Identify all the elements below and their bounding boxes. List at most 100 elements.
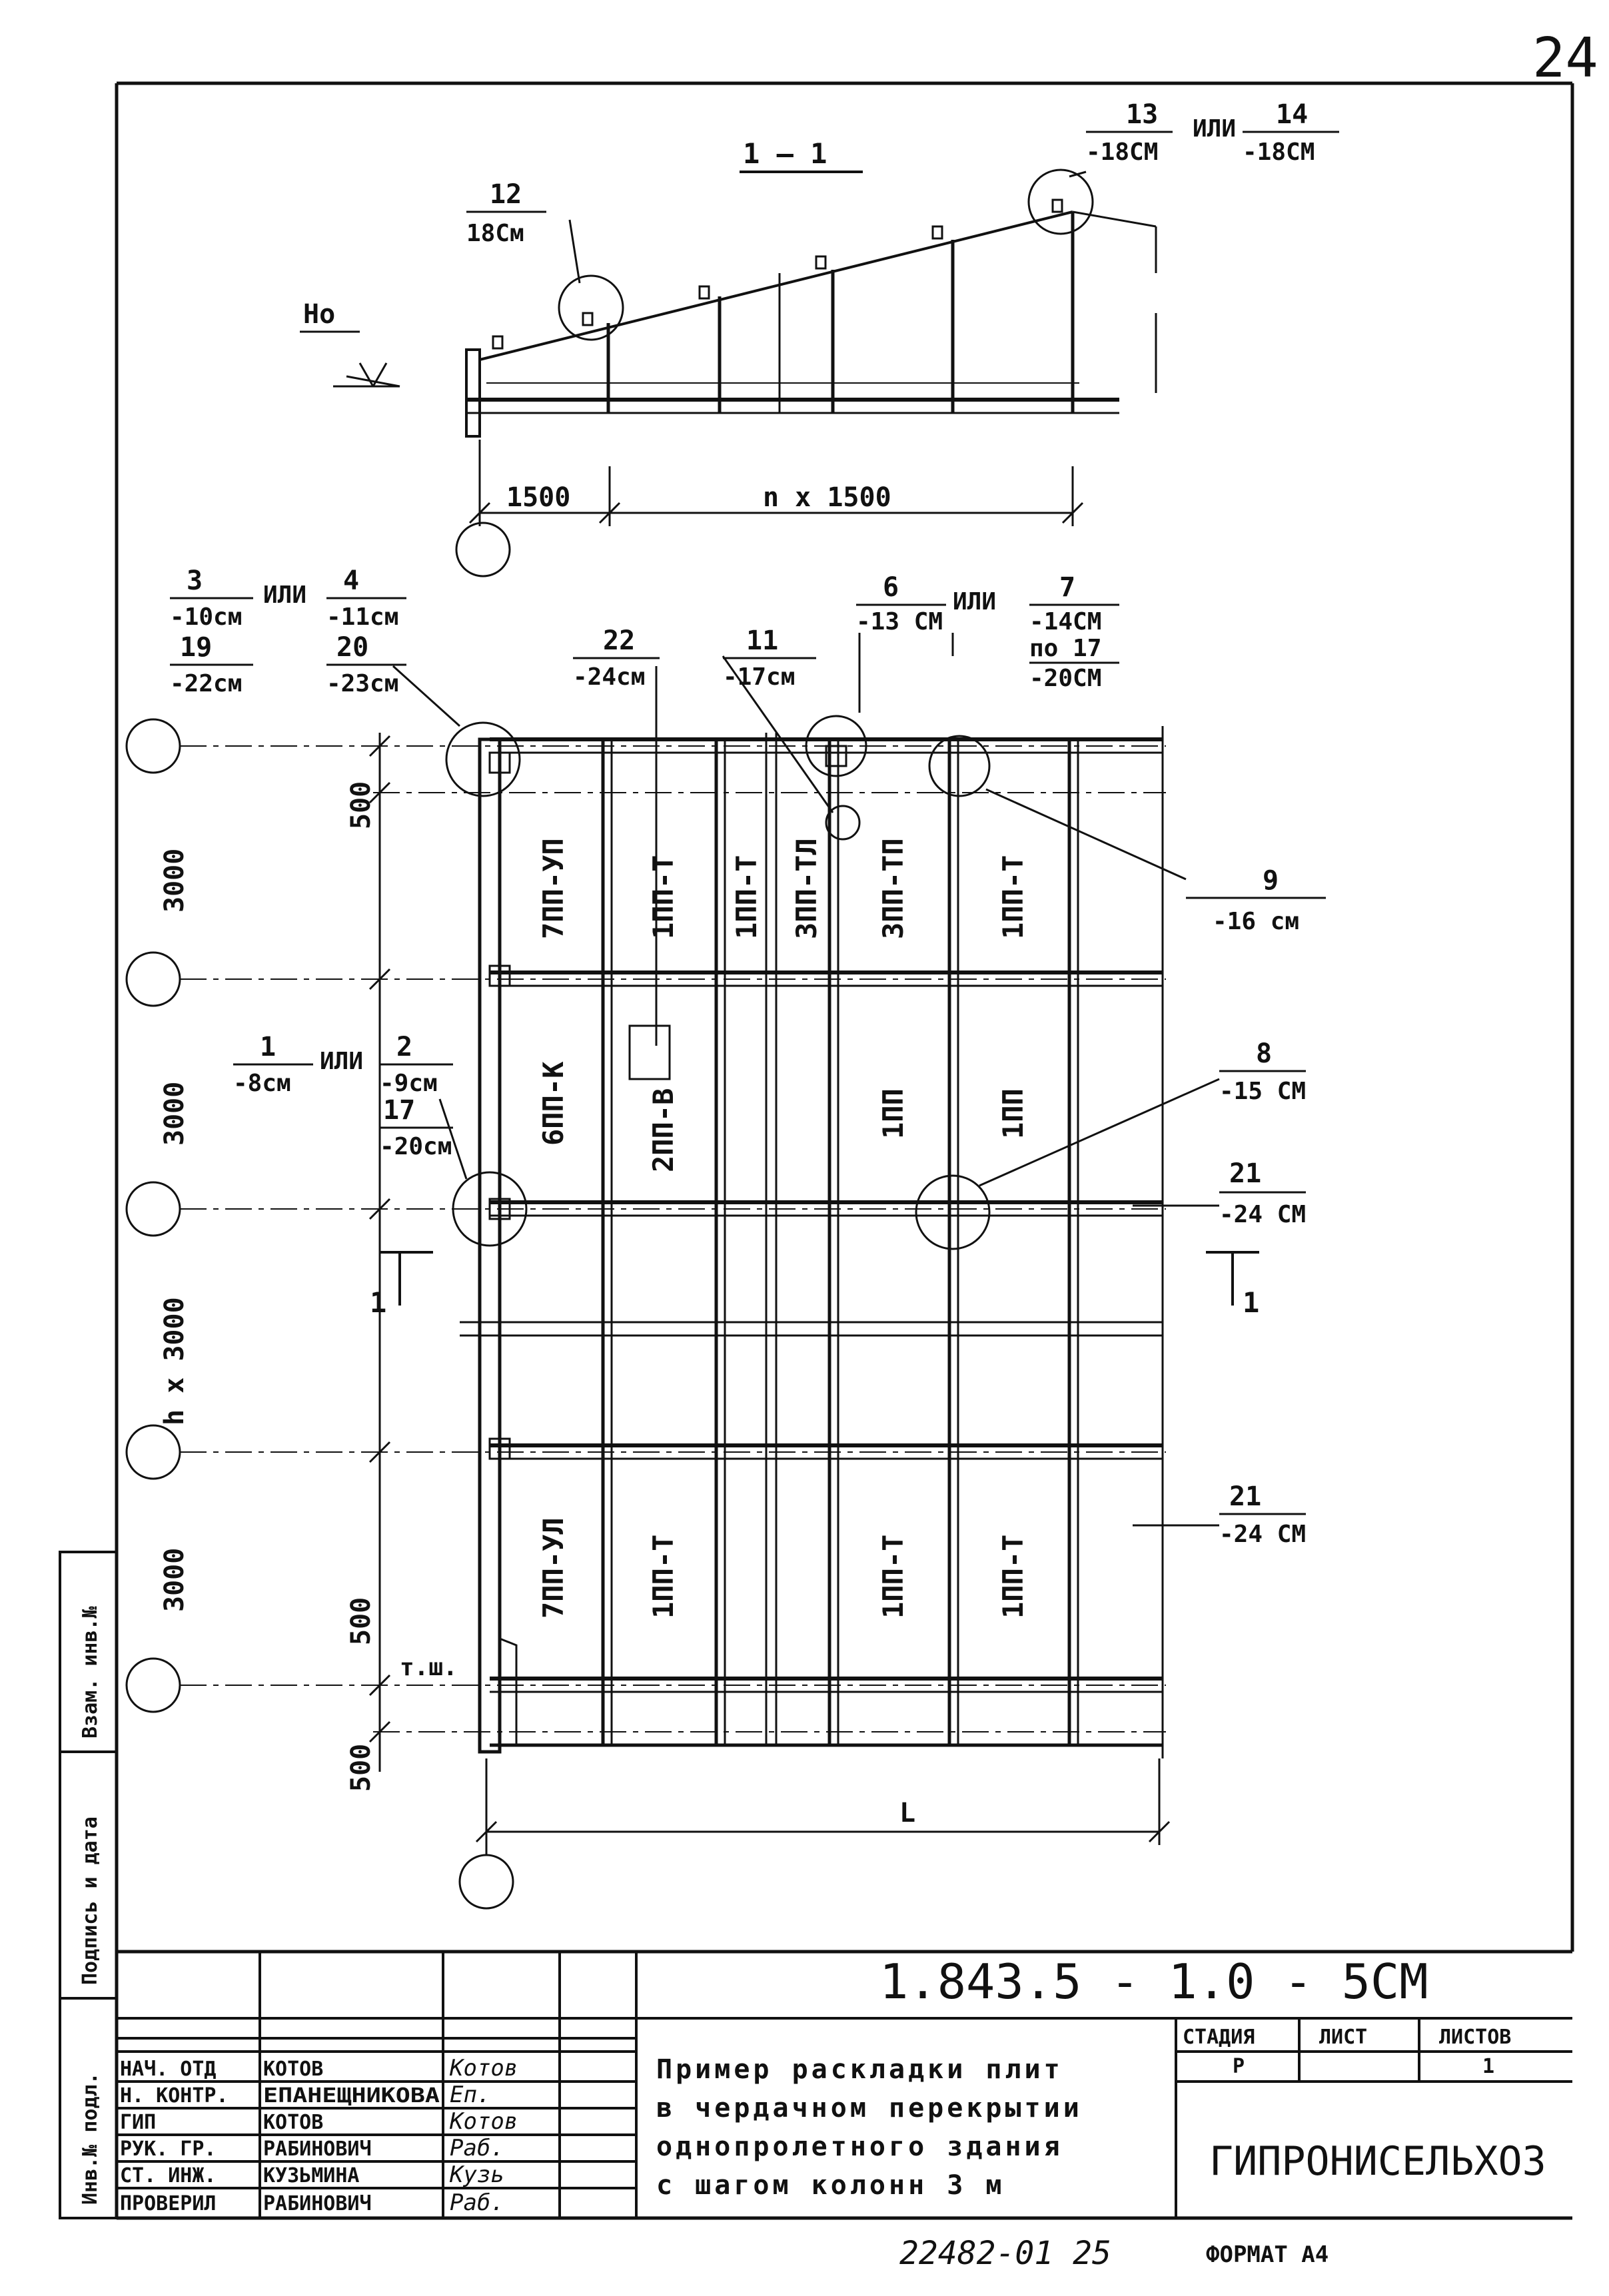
- dim-1500-section: 1500: [506, 482, 570, 513]
- sheets-header: ЛИСТОВ: [1439, 2026, 1511, 2049]
- section-mark-right: 1: [1243, 1286, 1259, 1319]
- description-line-3: однопролетного здания: [656, 2131, 1063, 2162]
- panel-r4-1: 7ПП-УЛ: [537, 1517, 570, 1619]
- panel-r4-4: 1ПП-Т: [997, 1535, 1029, 1619]
- label-11-val: -17см: [723, 663, 795, 691]
- sheets-value: 1: [1482, 2055, 1494, 2078]
- side-stamp-podpis: Подпись и дата: [79, 1816, 102, 1985]
- panel-r2-1: 6ПП-К: [537, 1061, 570, 1146]
- label-3-val: -10см: [170, 603, 242, 631]
- panel-r4-2: 1ПП-Т: [647, 1535, 680, 1619]
- label-6: 6: [883, 572, 899, 603]
- plan-detail-circles: [445, 715, 991, 1250]
- sheet-frame: [115, 81, 1574, 2220]
- side-stamp: [59, 1551, 118, 2219]
- label-2: 2: [396, 1032, 412, 1062]
- archive-code: 22482-01 25: [899, 2235, 1111, 2272]
- plan-dim-lines: [368, 733, 1171, 1855]
- signature-2: Еп.: [450, 2082, 490, 2108]
- sheet-header: ЛИСТ: [1319, 2026, 1367, 2049]
- label-14-num: 14: [1276, 99, 1308, 130]
- plan-leader-lines: [392, 633, 1220, 1527]
- role-2: Н. КОНТР.: [120, 2084, 229, 2107]
- dim-h3000: h x 3000: [159, 1297, 190, 1425]
- signature-6: Раб.: [450, 2189, 504, 2216]
- label-or-2: ИЛИ: [320, 1048, 363, 1075]
- name-4: РАБИНОВИЧ: [263, 2137, 372, 2161]
- label-7b-val: -20СМ: [1029, 665, 1101, 692]
- label-8: 8: [1256, 1038, 1272, 1069]
- format-label: ФОРМАТ А4: [1206, 2241, 1329, 2268]
- signature-3: Котов: [449, 2108, 518, 2135]
- side-stamp-vzam: Взам. инв.№: [79, 1605, 102, 1738]
- role-3: ГИП: [120, 2111, 156, 2134]
- title-block-grid: [117, 1952, 1572, 2218]
- dim-3000-1: 3000: [159, 849, 190, 913]
- label-3: 3: [187, 566, 203, 596]
- label-9: 9: [1263, 865, 1279, 896]
- dim-3000-2: 3000: [159, 1082, 190, 1146]
- section-marks: [380, 1251, 1259, 1306]
- panel-r1-2: 1ПП-Т: [647, 855, 680, 939]
- panel-r1-1: 7ПП-УП: [537, 838, 570, 939]
- label-13-val: -18СМ: [1086, 139, 1158, 166]
- label-1: 1: [260, 1032, 276, 1062]
- side-stamp-inv: Инв.№ подл.: [79, 2072, 102, 2205]
- stage-value: Р: [1233, 2055, 1245, 2078]
- label-20-val: -23см: [326, 670, 398, 697]
- label-or-3: ИЛИ: [953, 588, 996, 615]
- section-title: 1 — 1: [743, 137, 827, 170]
- label-22-val: -24см: [573, 663, 645, 691]
- role-4: РУК. ГР.: [120, 2137, 217, 2161]
- panel-r4-3: 1ПП-Т: [877, 1535, 909, 1619]
- label-21b-val: -24 СМ: [1219, 1521, 1306, 1548]
- name-6: РАБИНОВИЧ: [263, 2192, 372, 2215]
- label-9-val: -16 см: [1213, 908, 1299, 935]
- role-5: СТ. ИНЖ.: [120, 2164, 217, 2187]
- panel-r1-3: 1ПП-Т: [730, 855, 763, 939]
- signature-4: Раб.: [450, 2135, 504, 2161]
- panel-r2-3: 1ПП: [877, 1088, 909, 1139]
- label-8-val: -15 СМ: [1219, 1078, 1306, 1105]
- dim-n1500-section: n x 1500: [763, 482, 891, 513]
- name-1: КОТОВ: [263, 2058, 323, 2081]
- section-geometry: [333, 169, 1157, 577]
- panel-r2-4: 1ПП: [997, 1088, 1029, 1139]
- label-22: 22: [603, 625, 635, 656]
- label-19-val: -22см: [170, 670, 242, 697]
- doc-code: 1.843.5 - 1.0 - 5СМ: [879, 1954, 1428, 2010]
- signature-1: Котов: [449, 2055, 518, 2082]
- label-21a-val: -24 СМ: [1219, 1201, 1306, 1228]
- organization: ГИПРОНИСЕЛЬХОЗ: [1209, 2138, 1546, 2185]
- label-7: 7: [1059, 572, 1075, 603]
- plan-axis-lines: [180, 745, 1166, 1732]
- page-number: 24: [1532, 27, 1598, 90]
- role-1: НАЧ. ОТД: [120, 2058, 217, 2081]
- name-5: КУЗЬМИНА: [263, 2164, 360, 2187]
- label-2-val: -9см: [380, 1070, 438, 1097]
- dim-500-top: 500: [346, 781, 376, 829]
- label-12-val: 18См: [466, 220, 524, 247]
- label-h0: Но: [303, 299, 335, 330]
- label-4: 4: [343, 566, 359, 596]
- label-7-val: -14СМ: [1029, 608, 1101, 635]
- name-2: ЕПАНЕЩНИКОВА: [263, 2084, 440, 2107]
- section-mark-left: 1: [370, 1286, 386, 1319]
- label-4-val: -11см: [326, 603, 398, 631]
- label-21a: 21: [1229, 1158, 1261, 1189]
- panel-r1-5: 3ПП-ТП: [877, 838, 909, 939]
- label-12-num: 12: [490, 179, 522, 210]
- label-19: 19: [180, 632, 212, 663]
- plan-outline: [460, 726, 1164, 1758]
- label-13-num: 13: [1126, 99, 1158, 130]
- label-21b: 21: [1229, 1481, 1261, 1512]
- label-20: 20: [336, 632, 368, 663]
- stage-header: СТАДИЯ: [1183, 2026, 1255, 2049]
- panel-r2-2: 2ПП-В: [647, 1088, 680, 1172]
- role-6: ПРОВЕРИЛ: [120, 2192, 217, 2215]
- label-1-val: -8см: [233, 1070, 291, 1097]
- dim-L: L: [899, 1798, 915, 1828]
- name-3: КОТОВ: [263, 2111, 323, 2134]
- panel-r1-6: 1ПП-Т: [997, 855, 1029, 939]
